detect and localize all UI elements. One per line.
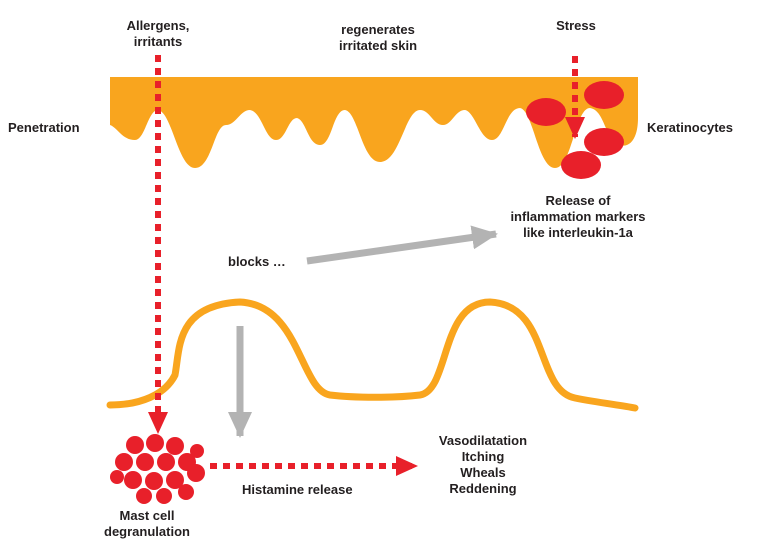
keratinocyte-cell: [526, 98, 566, 126]
regenerates-label: regenerates irritated skin: [338, 22, 418, 53]
blocks-arrow: [306, 225, 498, 265]
dermal-papillae-line: [106, 298, 639, 412]
penetration-label: Penetration: [8, 120, 80, 135]
allergens-label: Allergens, irritants: [126, 18, 190, 49]
keratinocyte-cell: [584, 128, 624, 156]
histamine-release-label: Histamine release: [242, 482, 353, 497]
keratinocyte-cell: [584, 81, 624, 109]
keratinocyte-cell: [561, 151, 601, 179]
mast-cell-degranulation-label: Mast cell degranulation: [104, 508, 190, 539]
release-markers-label: Release of inflammation markers like int…: [510, 193, 646, 240]
stress-label: Stress: [556, 18, 596, 33]
epidermis-layer: [110, 77, 638, 168]
blocks-label: blocks …: [228, 254, 286, 269]
keratinocyte-cells: [526, 81, 624, 179]
mast-cell-icon: [110, 434, 205, 504]
keratinocytes-label: Keratinocytes: [647, 120, 733, 135]
symptoms-label: Vasodilatation Itching Wheals Reddening: [438, 433, 528, 496]
